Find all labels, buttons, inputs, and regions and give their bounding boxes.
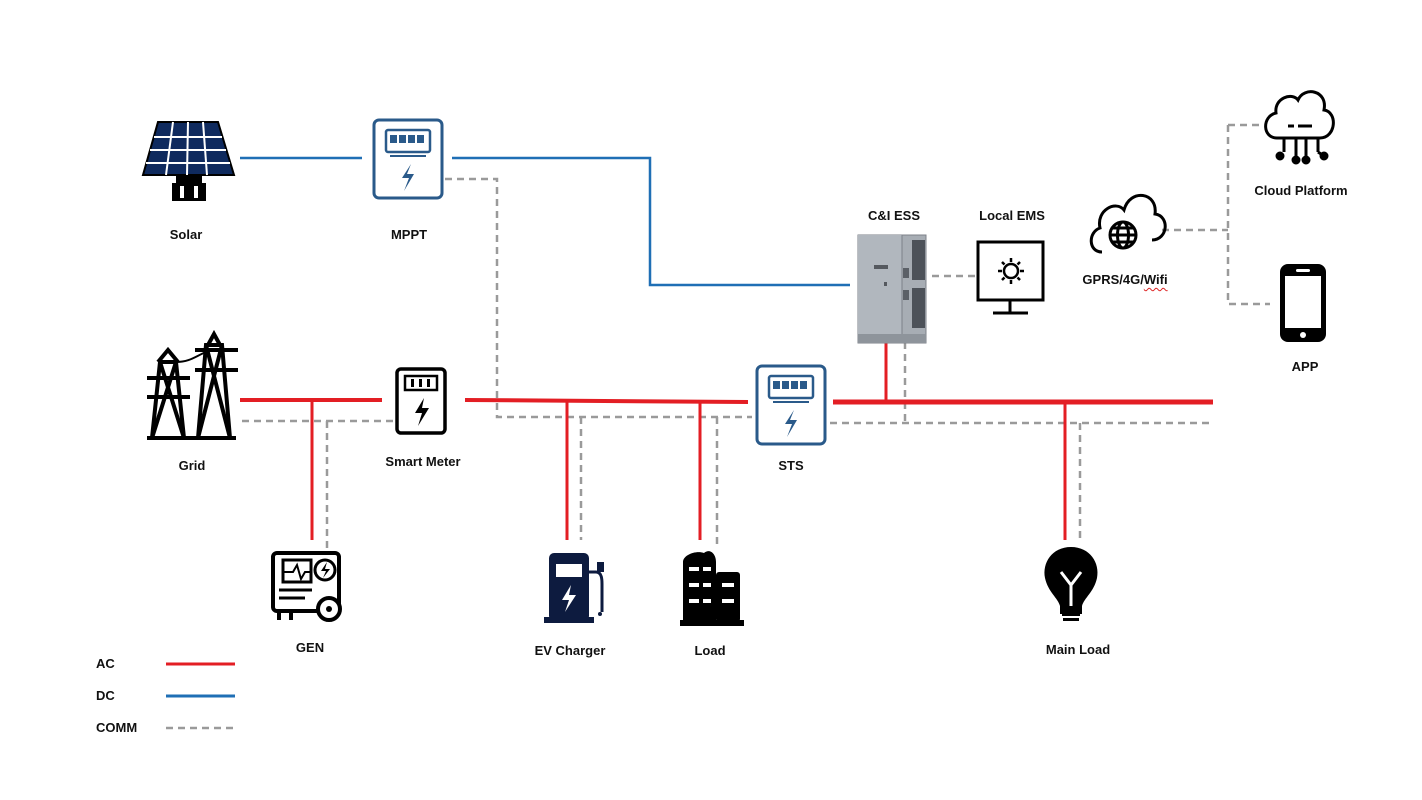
ac-lines (240, 342, 1213, 540)
network-cloud-icon (1089, 193, 1167, 254)
app-label: APP (1291, 359, 1319, 374)
ev-charger-label: EV Charger (534, 643, 606, 658)
grid-tower-icon (147, 329, 238, 440)
dc-lines (240, 156, 850, 287)
gprs-label-prefix: GPRS/4G/ (1082, 272, 1144, 287)
load-buildings-icon (680, 551, 744, 626)
gen-label: GEN (295, 640, 325, 655)
main-load-label: Main Load (1045, 642, 1111, 657)
cloud-platform-icon (1264, 90, 1335, 165)
gprs-label: GPRS/4G/Wifi (1082, 272, 1167, 287)
legend-comm-label: COMM (96, 720, 138, 735)
grid-label: Grid (178, 458, 206, 473)
local-ems-monitor-icon (976, 240, 1045, 315)
mppt-label: MPPT (390, 227, 428, 242)
legend-swatches (166, 662, 235, 730)
ev-charger-icon (544, 553, 604, 623)
comm-lines (242, 123, 1270, 555)
smart-meter-label: Smart Meter (385, 454, 461, 469)
mppt-meter-icon (372, 118, 444, 200)
legend-ac-label: AC (96, 656, 115, 671)
ci-ess-label: C&I ESS (867, 208, 921, 223)
legend-dc-label: DC (96, 688, 115, 703)
ci-ess-cabinet-icon (857, 234, 927, 344)
main-load-bulb-icon (1044, 547, 1098, 621)
cloud-platform-label: Cloud Platform (1254, 183, 1348, 198)
sts-label: STS (778, 458, 804, 473)
local-ems-label: Local EMS (979, 208, 1045, 223)
app-phone-icon (1280, 264, 1326, 342)
load-label: Load (694, 643, 726, 658)
sts-meter-icon (755, 364, 827, 446)
gprs-label-wifi: Wifi (1143, 272, 1168, 287)
solar-panel-icon (141, 121, 236, 201)
generator-icon (271, 551, 342, 622)
solar-label: Solar (169, 227, 203, 242)
smart-meter-icon (395, 367, 447, 435)
